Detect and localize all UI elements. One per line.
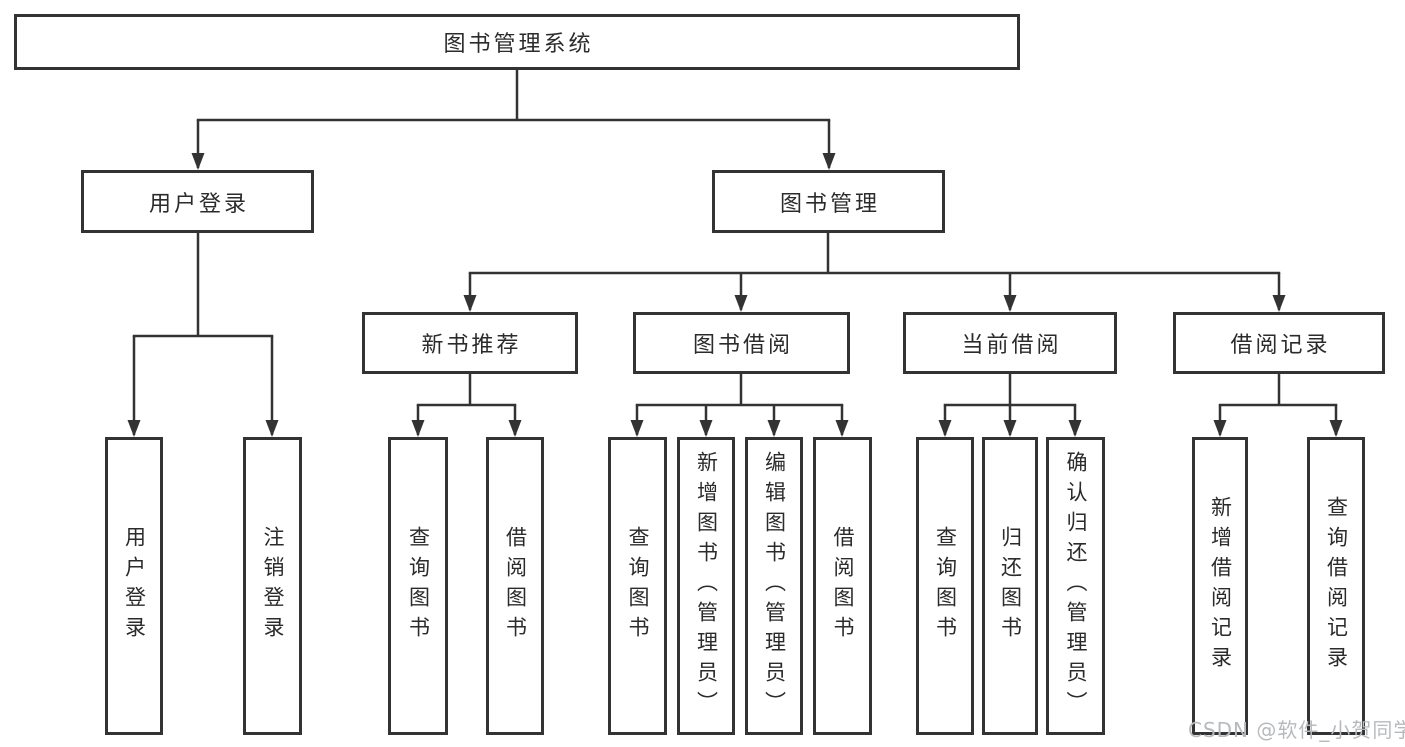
- node-label: 借阅记录: [1230, 333, 1331, 358]
- leaf-borrow-books-recommend: 借阅图书: [486, 437, 544, 735]
- node-label: 用户登录: [148, 191, 249, 217]
- connector-group-new-book-recommend: [416, 374, 517, 435]
- node-label: 新书推荐: [421, 333, 522, 358]
- node-label: 当前借阅: [961, 333, 1062, 358]
- node-borrowing-records: 借阅记录: [1173, 312, 1385, 374]
- node-label: 查询图书: [626, 526, 650, 646]
- node-current-borrowing: 当前借阅: [903, 312, 1117, 374]
- node-label: 新增图书（管理员）: [694, 451, 719, 721]
- node-label: 图书管理: [779, 191, 880, 217]
- node-label: 查询借阅记录: [1324, 496, 1349, 676]
- leaf-add-book-admin: 新增图书（管理员）: [677, 437, 735, 735]
- leaf-query-borrow-record: 查询借阅记录: [1307, 437, 1365, 735]
- connector-group-book-borrowing: [635, 374, 844, 435]
- leaf-query-books-current: 查询图书: [916, 437, 974, 735]
- connector-group-book-management: [468, 233, 1281, 310]
- node-book-management: 图书管理: [712, 170, 945, 233]
- node-label: 新增借阅记录: [1208, 496, 1233, 676]
- node-label: 归还图书: [998, 526, 1023, 646]
- leaf-borrow-books: 借阅图书: [813, 437, 872, 735]
- node-label: 查询图书: [933, 526, 958, 646]
- node-label: 查询图书: [406, 526, 431, 646]
- leaf-query-books-borrow: 查询图书: [608, 437, 667, 735]
- node-label: 注销登录: [261, 526, 285, 646]
- node-label: 借阅图书: [503, 526, 528, 646]
- csdn-watermark: CSDN @软件_小贺同学: [1188, 718, 1405, 742]
- leaf-return-books: 归还图书: [982, 437, 1038, 735]
- leaf-add-borrow-record: 新增借阅记录: [1192, 437, 1248, 735]
- connector-group-root: [196, 70, 831, 168]
- leaf-query-books-recommend: 查询图书: [388, 437, 448, 735]
- arrowheads: [127, 153, 1343, 437]
- node-label: 图书管理系统: [443, 32, 594, 57]
- leaf-edit-book-admin: 编辑图书（管理员）: [745, 437, 803, 735]
- node-label: 借阅图书: [831, 526, 855, 646]
- connector-group-borrowing-records: [1218, 374, 1338, 435]
- leaf-confirm-return-admin: 确认归还（管理员）: [1046, 437, 1105, 735]
- node-library-management-system: 图书管理系统: [14, 14, 1020, 70]
- node-new-book-recommend: 新书推荐: [362, 312, 578, 374]
- leaf-user-login: 用户登录: [105, 437, 163, 735]
- node-book-borrowing: 图书借阅: [633, 312, 850, 374]
- leaf-logout: 注销登录: [243, 437, 302, 735]
- node-label: 用户登录: [122, 526, 147, 646]
- node-user-login: 用户登录: [81, 170, 314, 233]
- node-label: 图书借阅: [692, 333, 793, 358]
- node-label: 编辑图书（管理员）: [762, 451, 787, 721]
- node-label: 确认归还（管理员）: [1064, 451, 1088, 721]
- connector-group-user-login: [132, 233, 274, 435]
